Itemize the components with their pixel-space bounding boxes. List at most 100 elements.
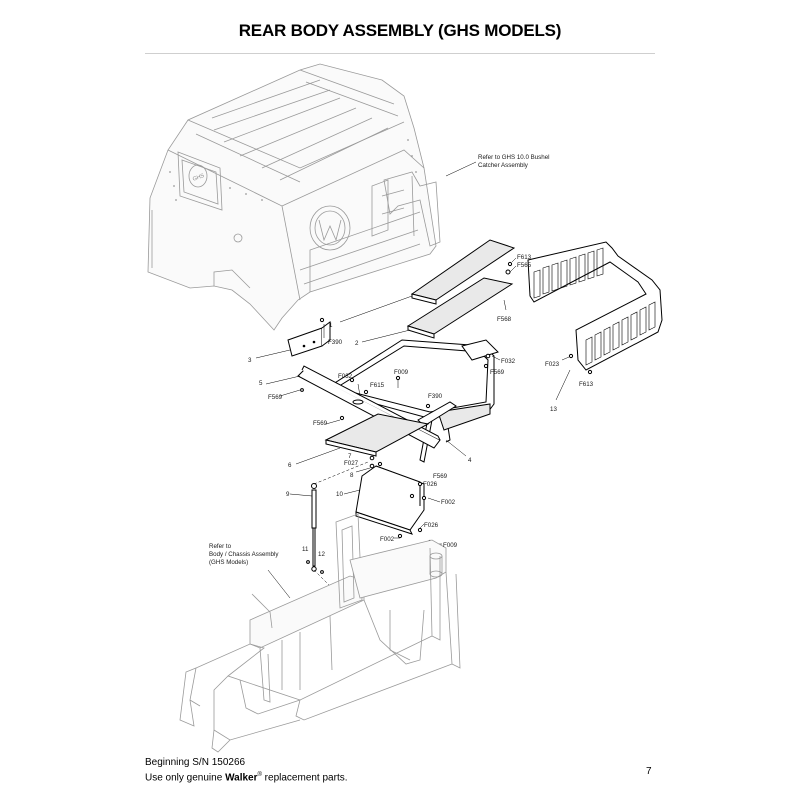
chassis-reference-note-line2: Body / Chassis Assembly (209, 551, 279, 558)
fastener-f565 (505, 269, 511, 275)
assembly-dashline-bottom (313, 569, 331, 587)
leader-4 (445, 439, 467, 457)
callout-3: 3 (248, 357, 252, 364)
part-13-side-screen (527, 241, 663, 371)
callout-F032-b: F032 (338, 373, 353, 380)
callout-F009-b: F009 (443, 542, 458, 549)
callout-F615: F615 (370, 382, 385, 389)
chassis-reference-note-line1: Refer to (209, 543, 232, 550)
leader-f002-a (427, 497, 441, 503)
page-title: REAR BODY ASSEMBLY (GHS MODELS) (238, 21, 562, 40)
callout-F390-b: F390 (428, 393, 443, 400)
callout-F027: F027 (344, 460, 359, 467)
callout-F002-b: F002 (380, 536, 395, 543)
serial-number-line: Beginning S/N 150266 (145, 757, 246, 768)
callout-F023: F023 (545, 361, 560, 368)
leader-10 (343, 489, 361, 495)
part-4-floor-plate (329, 339, 499, 463)
fastener-f569-right (483, 363, 489, 369)
chassis-frame-reference (179, 513, 461, 753)
callout-12: 12 (318, 551, 325, 558)
callout-2: 2 (355, 340, 359, 347)
callout-9: 9 (286, 491, 290, 498)
callout-5: 5 (259, 380, 263, 387)
fastener-f613 (507, 261, 513, 267)
callout-11: 11 (302, 546, 309, 553)
fastener-f032-right (485, 353, 491, 359)
brand-name: Walker (225, 772, 258, 784)
leader-f565 (509, 265, 517, 273)
callout-F565: F565 (517, 262, 532, 269)
registered-mark: ® (257, 772, 262, 778)
catcher-reference-note-line2: Catcher Assembly (478, 162, 529, 169)
catcher-reference-note-line1: Refer to GHS 10.0 Bushel (478, 154, 550, 161)
leader-2 (361, 329, 411, 343)
leader-3 (255, 349, 291, 359)
pivot-7 (369, 455, 375, 461)
callout-F613-b: F613 (579, 381, 594, 388)
callout-F002-a: F002 (441, 499, 456, 506)
callout-F009-a: F009 (394, 369, 409, 376)
leader-f568 (503, 299, 507, 311)
fastener-f023 (568, 353, 574, 359)
callout-F390-a: F390 (328, 339, 343, 346)
chassis-reference-note-line3: (GHS Models) (209, 559, 248, 566)
callout-10: 10 (336, 491, 343, 498)
callout-F569-d: F569 (433, 473, 448, 480)
part-9-gas-spring (311, 483, 317, 572)
callout-7: 7 (348, 453, 352, 460)
callout-F026-a: F026 (423, 481, 438, 488)
footer-notice: Beginning S/N 150266 Use only genuine Wa… (145, 757, 348, 784)
leader-1 (339, 295, 413, 323)
fastener-f390 (319, 317, 325, 323)
notice-prefix: Use only genuine (145, 772, 226, 784)
fastener-11 (306, 560, 310, 564)
notice-suffix: replacement parts. (261, 772, 348, 784)
leader-f569-mid (325, 419, 341, 425)
fastener-12 (320, 570, 324, 574)
leader-f023 (561, 356, 570, 361)
leader-6 (295, 447, 341, 465)
washer-f615 (352, 399, 364, 405)
leader-f613 (511, 257, 517, 263)
callout-8: 8 (350, 472, 354, 479)
callout-13: 13 (550, 406, 557, 413)
leader-chassis-ref (267, 569, 291, 599)
genuine-parts-line: Use only genuine Walker® replacement par… (145, 769, 348, 784)
callout-F569-a: F569 (490, 369, 505, 376)
leader-f032-right (491, 355, 501, 361)
leader-5 (265, 375, 301, 385)
fastener-f615 (363, 389, 369, 395)
fastener-f569-mid (339, 415, 345, 421)
fastener-f032 (349, 377, 355, 383)
pivot-8 (369, 463, 375, 469)
fastener-f026-a (417, 481, 423, 487)
leader-f569-a (279, 389, 301, 397)
callout-F569-b: F569 (268, 394, 283, 401)
callout-4: 4 (468, 457, 472, 464)
leader-8 (355, 467, 371, 473)
leader-9 (289, 493, 313, 497)
callout-F026-b: F026 (424, 522, 439, 529)
part-10-deflector (355, 465, 425, 535)
leader-catcher-ref (445, 161, 477, 177)
fastener-f027 (377, 461, 383, 467)
ghs-logo-text: GHS (192, 173, 206, 183)
fastener-f002-a (421, 495, 427, 501)
fastener-f026-b (417, 527, 423, 533)
fastener-f569-d (409, 493, 415, 499)
callout-1: 1 (329, 322, 333, 329)
fastener-f569-a (300, 388, 304, 392)
assembly-dashline-top (313, 461, 369, 485)
fastener-f009 (395, 375, 401, 381)
part-1-top-panel (410, 239, 516, 305)
callout-F613-a: F613 (517, 254, 532, 261)
leader-13 (555, 369, 571, 401)
fastener-f613-b (587, 369, 593, 375)
page-number: 7 (646, 766, 652, 777)
part-6-lower-plate (324, 413, 430, 457)
callout-F032-a: F032 (501, 358, 516, 365)
leader-hardware (357, 380, 399, 397)
catcher-body-reference (147, 63, 441, 331)
